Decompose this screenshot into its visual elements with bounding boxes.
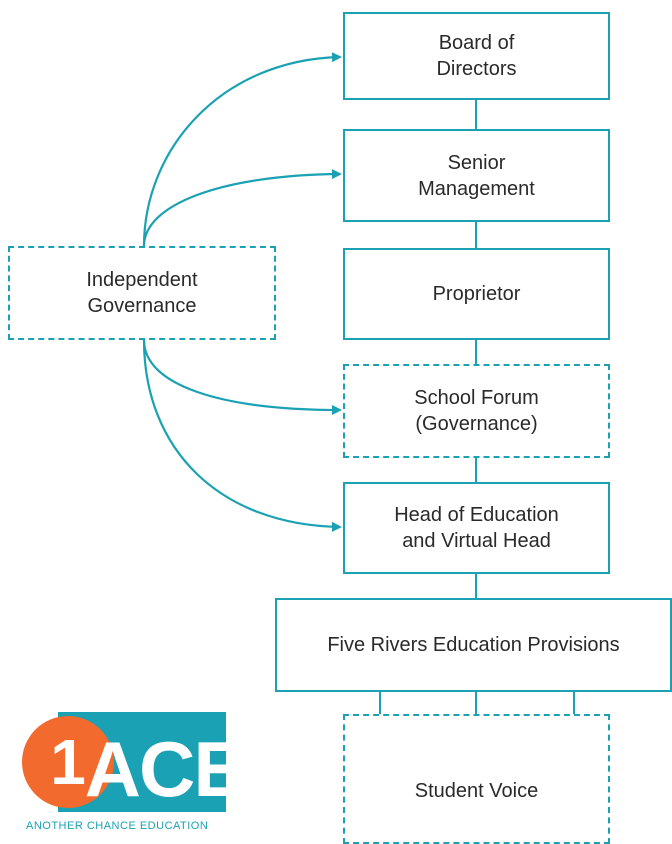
arrow-to-forum [142,339,342,415]
proprietor-box: Proprietor [343,248,610,340]
arrow-to-senior [142,169,342,247]
logo-wordmark: ACE [85,725,230,813]
board-line1: Board of [438,32,515,54]
forum-line1: School Forum [414,387,539,409]
five-rivers-label: Five Rivers Education Provisions [327,634,620,656]
proprietor-label: Proprietor [432,283,521,305]
independent-line2: Governance [87,295,197,317]
forum-line2: (Governance) [415,413,538,435]
logo-tagline: ANOTHER CHANCE EDUCATION [26,820,209,832]
senior-management-box: Senior Management [343,129,610,222]
head-of-education-box: Head of Education and Virtual Head [343,482,610,574]
ace-logo: 1 ACE [22,712,230,813]
arrow-to-board [142,52,342,247]
board-line2: Directors [436,58,517,80]
senior-line2: Management [418,177,535,200]
head-line1: Head of Education [394,504,559,526]
five-rivers-box: Five Rivers Education Provisions [275,598,672,692]
student-voice-label: Student Voice [414,780,539,802]
independent-governance-box: Independent Governance [8,246,276,340]
arrow-to-head [142,339,342,532]
logo-mark: 1 [50,726,86,798]
independent-line1: Independent [86,269,198,291]
logo-orange-circle [22,716,114,808]
senior-line1: Senior [447,151,506,174]
head-line2: and Virtual Head [402,530,551,552]
board-of-directors-box: Board of Directors [343,12,610,100]
school-forum-box: School Forum (Governance) [343,364,610,458]
student-voice-box: Student Voice [343,714,610,844]
